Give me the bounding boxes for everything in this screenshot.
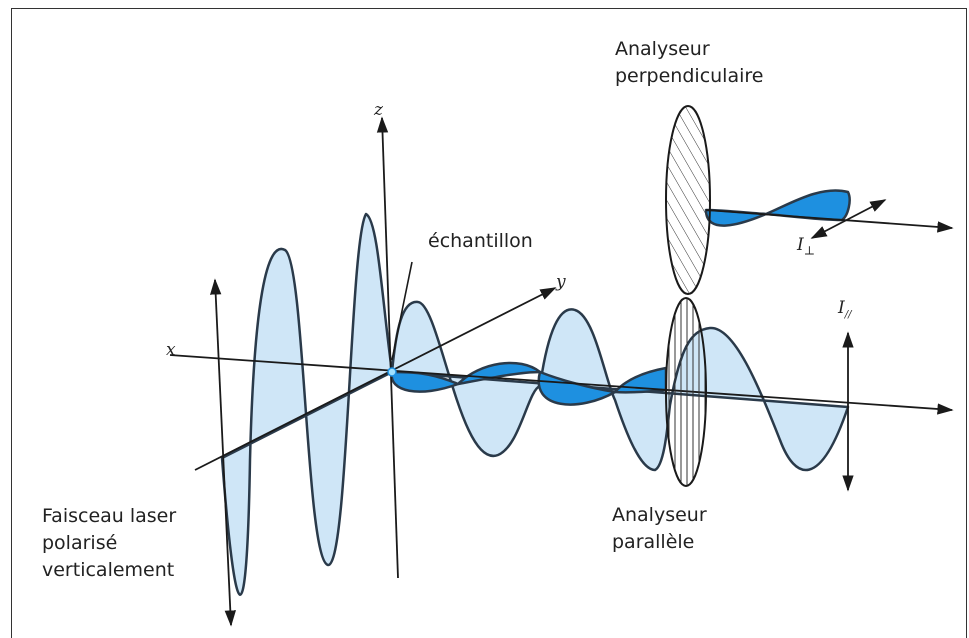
analyseur-perpendiculaire-label: Analyseur perpendiculaire xyxy=(615,38,764,87)
x-axis-label: x xyxy=(166,340,176,360)
y-axis xyxy=(194,287,557,471)
y-axis-label: y xyxy=(556,272,566,292)
z-axis xyxy=(376,116,399,579)
echantillon-pointer xyxy=(391,261,413,361)
i-par-label: I// xyxy=(838,298,852,321)
i-perp-arrow xyxy=(810,199,887,239)
analyseur-parallele xyxy=(665,297,707,487)
incident-polarization-arrow xyxy=(210,278,236,627)
sample-point xyxy=(387,367,397,377)
dark-lobe-3 xyxy=(537,370,619,406)
figure-frame xyxy=(11,8,967,638)
incident-wave xyxy=(220,212,394,596)
analyseur-perpendiculaire xyxy=(665,105,711,295)
z-axis-label: z xyxy=(374,100,383,120)
i-perp-label: I⊥ xyxy=(797,235,816,258)
perp-wave xyxy=(704,189,851,227)
analyseur-parallele-label: Analyseur parallèle xyxy=(612,504,707,553)
echantillon-label: échantillon xyxy=(428,230,533,252)
propagation-axis xyxy=(169,354,954,415)
scattered-wave-vertical xyxy=(390,300,850,472)
faisceau-label: Faisceau laser polarisé verticalement xyxy=(42,505,177,581)
